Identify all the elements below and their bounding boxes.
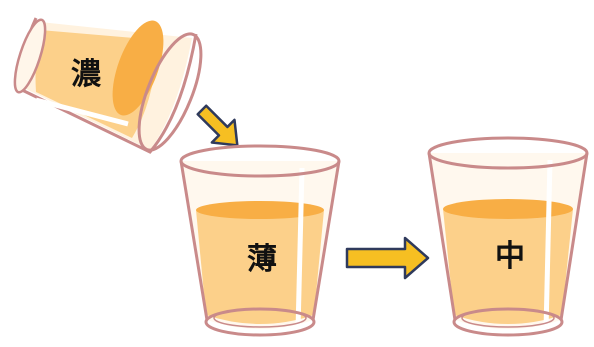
middle-cup-label: 薄	[247, 242, 277, 277]
result-arrow-shape	[347, 238, 428, 278]
middle-cup: 薄	[181, 146, 339, 335]
right-cup-label: 中	[495, 239, 525, 274]
tilted-cup-label: 濃	[71, 57, 102, 92]
right-cup: 中	[429, 138, 587, 335]
middle-cup-juice-surface	[196, 201, 324, 219]
right-cup-juice-surface	[443, 199, 573, 219]
tilted-cup: 濃	[9, 14, 214, 158]
result-arrow	[347, 238, 428, 278]
